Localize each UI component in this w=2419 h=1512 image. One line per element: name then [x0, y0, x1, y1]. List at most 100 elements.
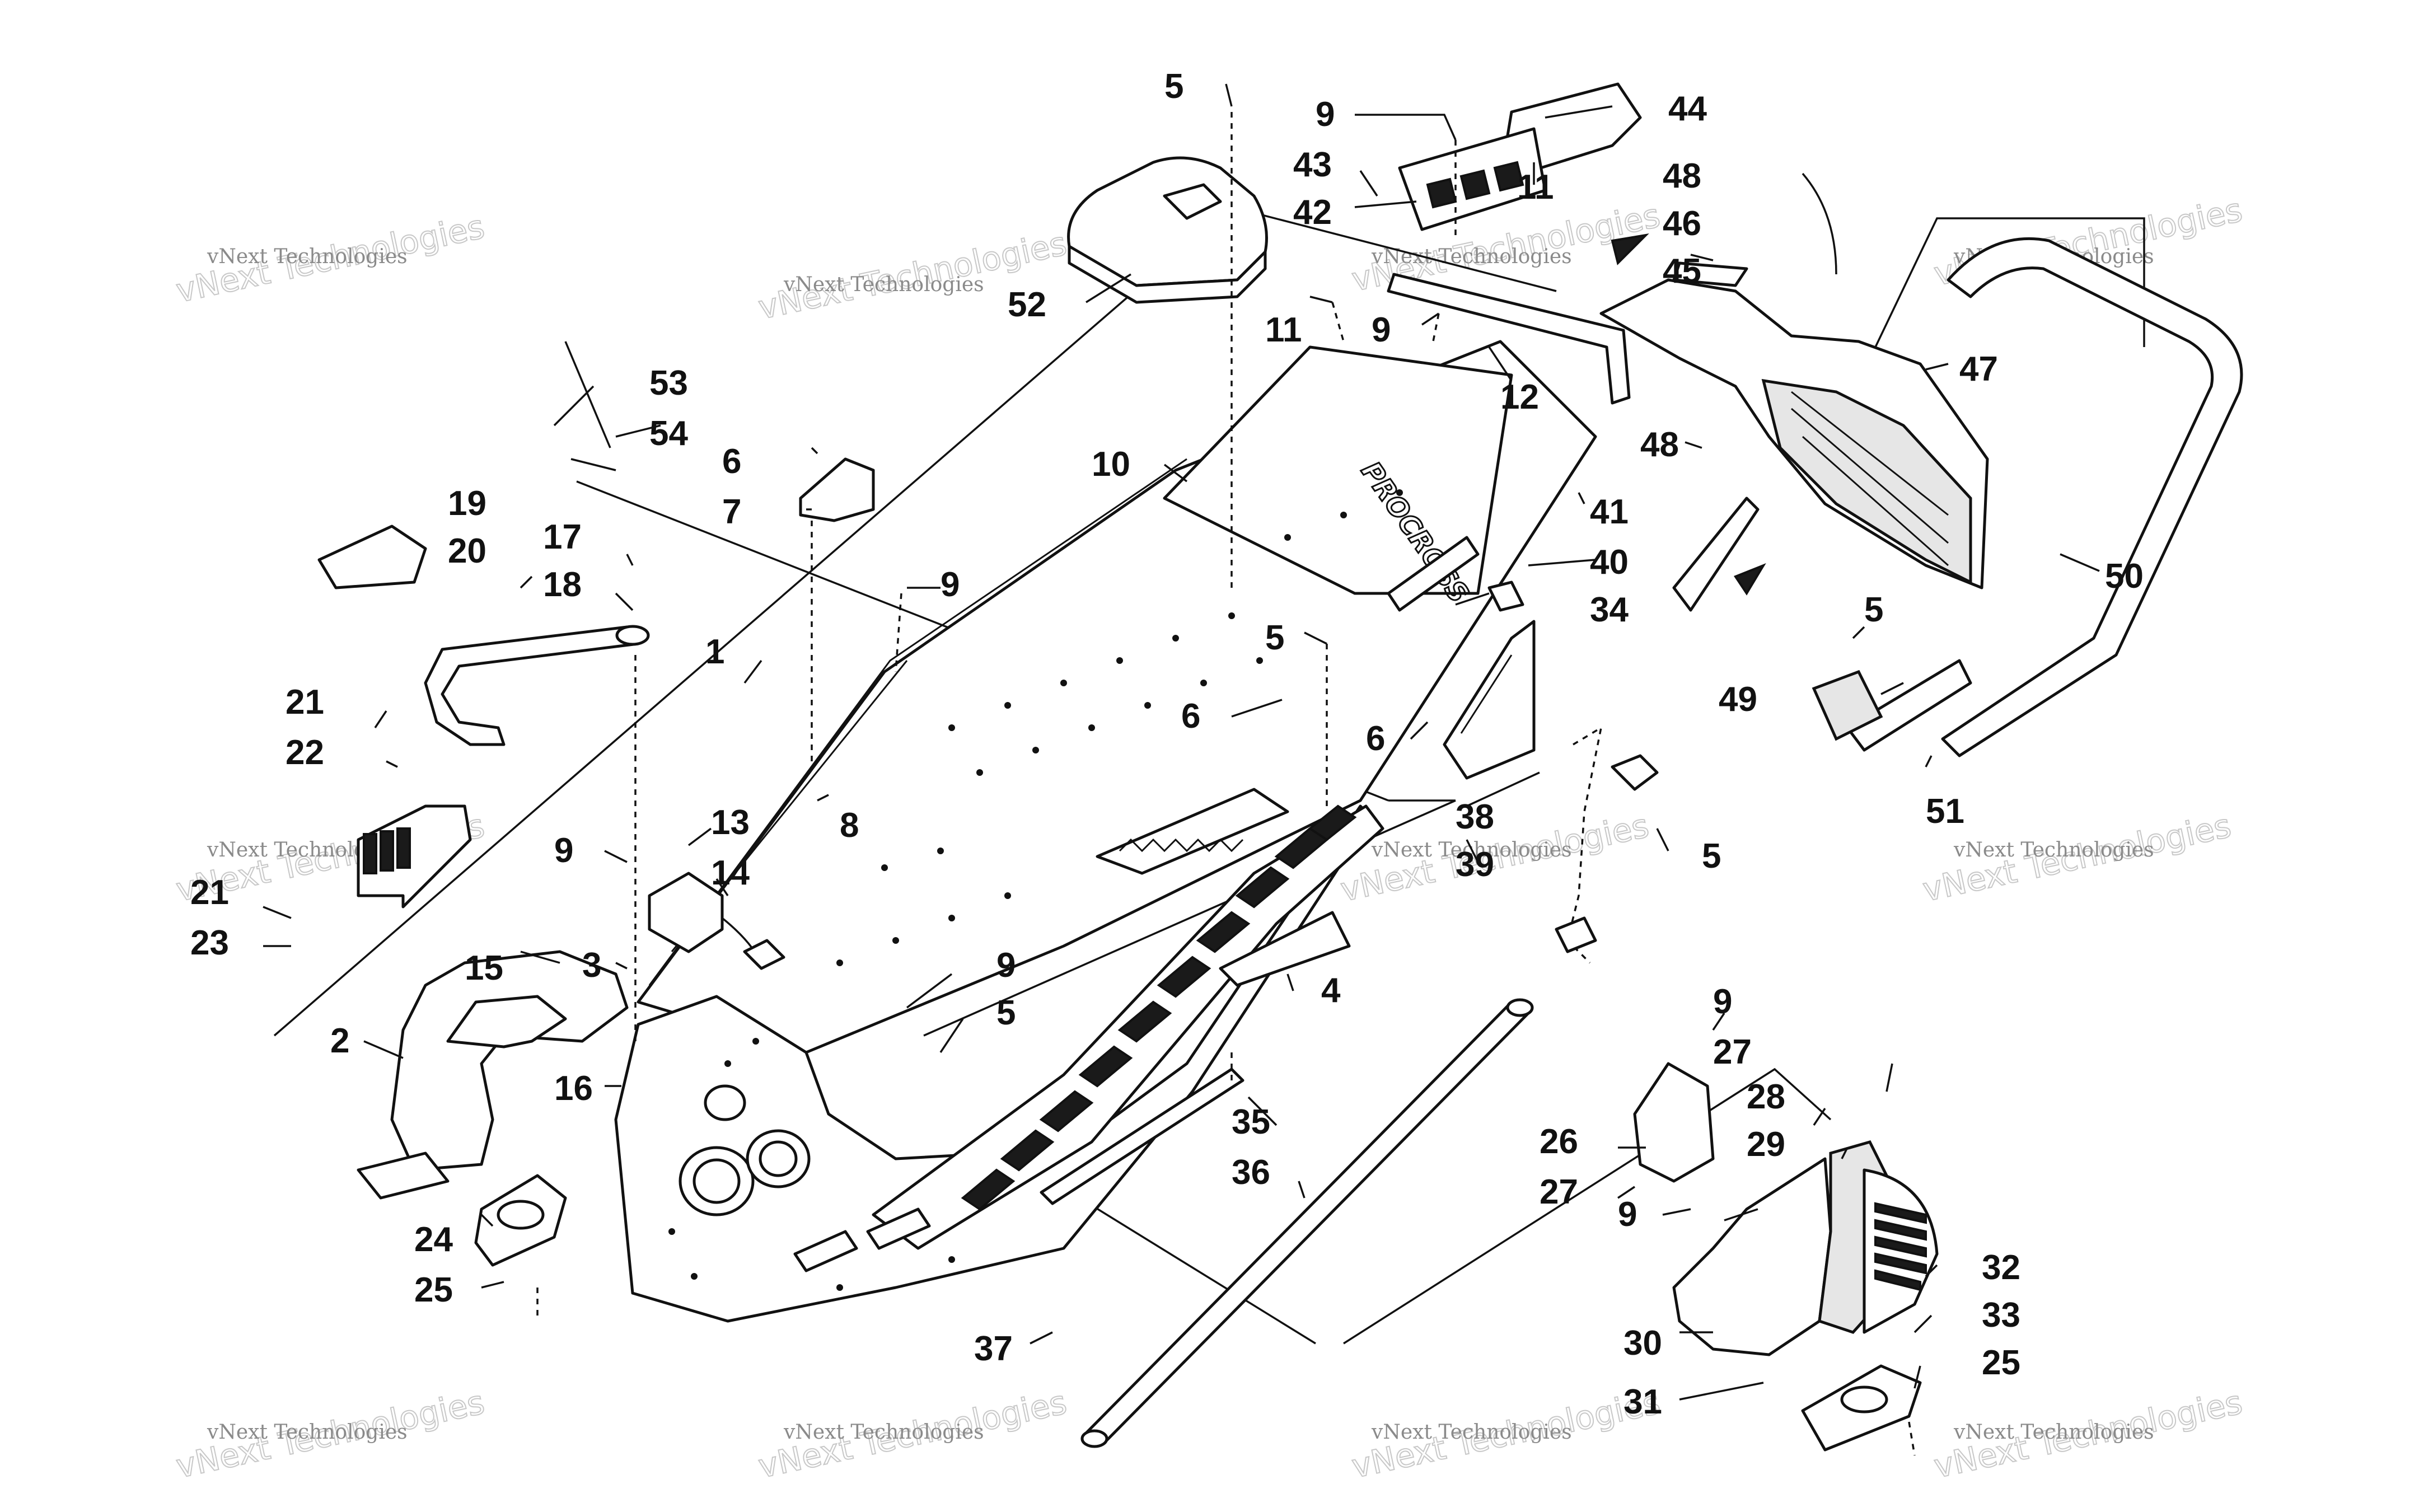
callout-6: 6: [1181, 697, 1200, 736]
callout-5: 5: [1164, 67, 1183, 106]
callout-33: 33: [1982, 1296, 2020, 1335]
direction-arrows: [1611, 233, 1766, 596]
callout-17: 17: [543, 518, 582, 556]
vent-slots: [1874, 1202, 1927, 1291]
callout-22: 22: [286, 733, 324, 772]
rear-right-assembly: [1633, 1062, 1939, 1452]
callout-50: 50: [2105, 557, 2144, 596]
callout-49: 49: [1719, 680, 1757, 719]
arrow-icon: [1611, 233, 1649, 265]
callout-1: 1: [705, 633, 724, 671]
callout-29: 29: [1747, 1125, 1785, 1164]
running-board-slots: [961, 804, 1357, 1211]
callout-11: 11: [1265, 311, 1302, 349]
footrest-left: [474, 1174, 567, 1267]
callout-9: 9: [941, 565, 960, 604]
callout-9: 9: [996, 946, 1016, 985]
leader-lines: [263, 83, 2100, 1456]
callout-31: 31: [1623, 1383, 1662, 1421]
callout-48: 48: [1640, 425, 1679, 464]
callout-9: 9: [1618, 1195, 1637, 1234]
axle-bar-36: [1080, 998, 1534, 1448]
callout-5: 5: [1702, 837, 1721, 876]
callout-54: 54: [649, 414, 688, 453]
callout-38: 38: [1456, 798, 1494, 836]
seat-52: [1067, 156, 1268, 304]
watermark-small: vNext Technologies: [1953, 839, 2154, 862]
callout-9: 9: [1316, 95, 1335, 134]
watermark-small: vNext Technologies: [1371, 245, 1572, 268]
callout-45: 45: [1663, 252, 1701, 291]
callout-36: 36: [1232, 1153, 1270, 1192]
callout-9: 9: [1713, 982, 1732, 1021]
callout-9: 9: [554, 831, 573, 870]
callout-26: 26: [1540, 1122, 1578, 1161]
callout-18: 18: [543, 565, 582, 604]
callout-2: 2: [330, 1022, 349, 1060]
callouts: 5 9 44 43 11 42 48 46 45 52 11 9 12 47 4…: [190, 67, 2144, 1421]
callout-37: 37: [974, 1330, 1013, 1368]
callout-44: 44: [1668, 90, 1707, 128]
chain-39: [1555, 725, 1659, 964]
rail-12: [1387, 273, 1631, 405]
callout-51: 51: [1926, 792, 1964, 831]
callout-28: 28: [1747, 1078, 1785, 1116]
callout-14: 14: [711, 854, 750, 892]
callout-46: 46: [1663, 204, 1701, 243]
bracket-7: [799, 457, 875, 522]
callout-52: 52: [1008, 285, 1046, 324]
callout-35: 35: [1232, 1103, 1270, 1141]
callout-3: 3: [582, 946, 601, 985]
control-box-14: [648, 872, 785, 970]
callout-5: 5: [1265, 619, 1284, 657]
callout-27: 27: [1713, 1033, 1752, 1071]
callout-40: 40: [1590, 543, 1629, 582]
rear-arm: [1672, 497, 1760, 612]
callout-15: 15: [465, 949, 503, 987]
tunnel-holes: [668, 489, 1403, 1291]
plate-4: [1219, 911, 1351, 987]
callout-5: 5: [1864, 591, 1883, 629]
strip-35: [1040, 1068, 1244, 1205]
rear-bumper-50: [1812, 237, 2243, 757]
watermark-small: vNext Technologies: [783, 273, 984, 296]
callout-5: 5: [996, 994, 1016, 1032]
snow-flap-45: [1599, 261, 1989, 589]
callout-7: 7: [722, 493, 741, 531]
cover-19: [317, 525, 427, 589]
callout-13: 13: [711, 803, 750, 842]
tunnel-assembly: PROCROSS: [614, 340, 1597, 1323]
callout-16: 16: [554, 1069, 593, 1108]
callout-47: 47: [1959, 350, 1998, 388]
callout-20: 20: [448, 532, 486, 570]
callout-42: 42: [1293, 193, 1332, 232]
reflector-34: [1487, 581, 1524, 612]
callout-25: 25: [414, 1271, 453, 1309]
callout-12: 12: [1500, 378, 1539, 416]
callout-23: 23: [190, 924, 229, 962]
hitch-38: [1443, 620, 1536, 780]
toe-hold-left: [357, 950, 629, 1200]
callout-24: 24: [414, 1220, 453, 1259]
callout-48: 48: [1663, 157, 1701, 195]
callout-21: 21: [190, 873, 229, 912]
callout-21: 21: [286, 683, 324, 722]
watermark-small: vNext Technologies: [1953, 1421, 2154, 1444]
rear-handle-18: [424, 625, 650, 746]
callout-27: 27: [1540, 1173, 1578, 1211]
watermark-small: vNext Technologies: [207, 245, 408, 268]
callout-9: 9: [1372, 311, 1391, 349]
callout-34: 34: [1590, 591, 1629, 629]
arrow-icon: [1733, 563, 1766, 596]
heat-shield-22: [357, 804, 472, 909]
callout-8: 8: [840, 806, 859, 845]
callout-10: 10: [1092, 445, 1130, 484]
callout-53: 53: [649, 364, 688, 402]
callout-32: 32: [1982, 1248, 2020, 1287]
watermark-small: vNext Technologies: [783, 1421, 984, 1444]
callout-25: 25: [1982, 1344, 2020, 1382]
callout-4: 4: [1321, 971, 1341, 1010]
watermark-small: vNext Technologies: [1371, 1421, 1572, 1444]
watermark-small: vNext Technologies: [207, 1421, 408, 1444]
